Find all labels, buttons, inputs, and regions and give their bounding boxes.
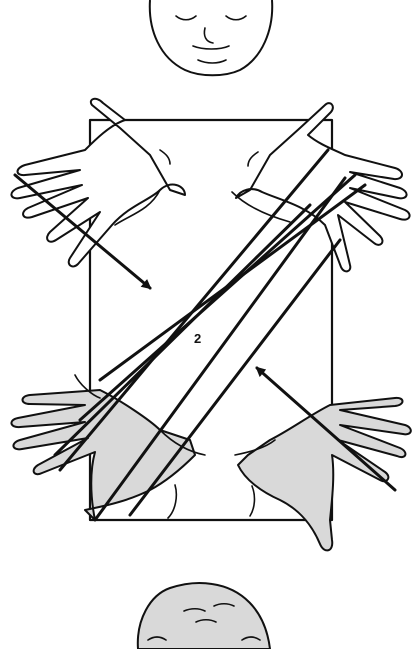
- upper-right-hand-icon: [236, 103, 410, 271]
- upper-left-hand-icon: [11, 99, 185, 267]
- center-label: 2: [194, 331, 201, 346]
- top-face-icon: [150, 0, 272, 75]
- bottom-face-icon: [138, 583, 270, 649]
- lower-left-hand-icon: [11, 375, 195, 520]
- lower-right-hand-icon: [238, 398, 411, 550]
- diagonal-line-5: [100, 185, 365, 380]
